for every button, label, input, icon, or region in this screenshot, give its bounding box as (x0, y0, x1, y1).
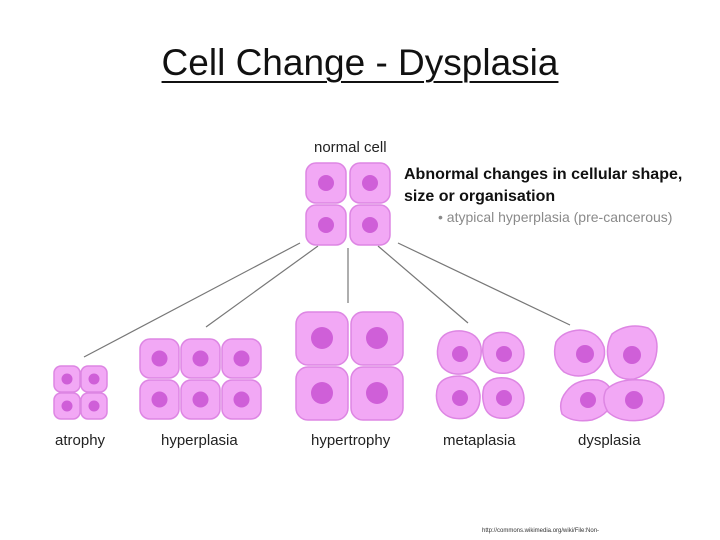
dysplasia-group (553, 325, 665, 422)
hypertrophy-group (295, 311, 404, 421)
label-hypertrophy: hypertrophy (311, 432, 391, 449)
line-to-atrophy (83, 242, 301, 358)
line-to-dysplasia (397, 242, 571, 326)
line-to-hyperplasia (205, 245, 319, 328)
label-dysplasia: dysplasia (578, 432, 641, 449)
label-hyperplasia: hyperplasia (161, 432, 238, 449)
label-atrophy: atrophy (55, 432, 106, 449)
bullet-text: • atypical hyperplasia (pre-cancerous) (438, 209, 673, 225)
slide-title: Cell Change - Dysplasia (161, 42, 559, 83)
label-normal-cell: normal cell (314, 139, 387, 156)
source-link[interactable]: http://commons.wikimedia.org/wiki/File:N… (482, 528, 600, 534)
line-to-metaplasia (377, 245, 469, 324)
description-text: Abnormal changes in cellular shape, size… (404, 166, 683, 205)
connector-lines (83, 242, 571, 358)
normal-cell-group (305, 162, 391, 246)
atrophy-group (53, 365, 108, 420)
label-metaplasia: metaplasia (443, 432, 516, 449)
metaplasia-group (435, 330, 525, 420)
nuclei (61, 175, 643, 412)
